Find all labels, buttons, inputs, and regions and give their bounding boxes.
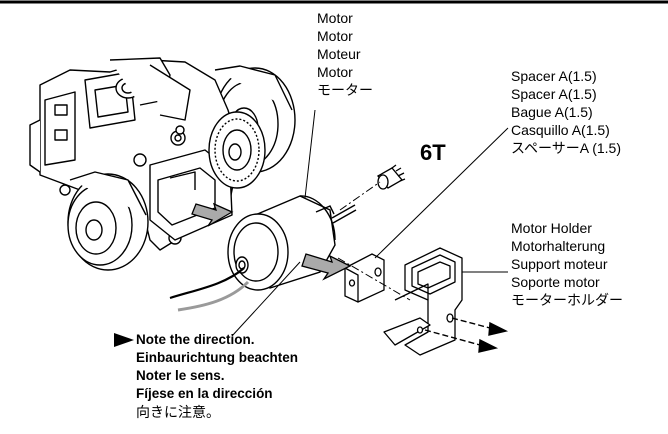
note-fr: Noter le sens. [136, 368, 225, 383]
motor-drawing [227, 195, 357, 291]
spur-gear [208, 111, 266, 189]
spacer-label-de: Spacer A(1.5) [511, 86, 597, 102]
front-wheel [67, 171, 149, 271]
shaft-centerline [339, 181, 381, 211]
motor-label-ja: モーター [317, 82, 373, 98]
insert-arrow-holder-onto-motor [301, 253, 352, 281]
motor-label-fr: Moteur [317, 46, 361, 62]
motor-holder-drawing [383, 247, 463, 356]
holder-label-en: Motor Holder [511, 220, 592, 236]
direction-note: Note the direction. Einbaurichtung beach… [136, 331, 298, 421]
motor-label-es: Motor [317, 64, 353, 80]
spacer-leader [374, 127, 509, 259]
note-en: Note the direction. [136, 332, 255, 347]
spacer-label-en: Spacer A(1.5) [511, 68, 597, 84]
spacer-label-fr: Bague A(1.5) [511, 104, 593, 120]
holder-label-ja: モーターホルダー [511, 292, 623, 308]
motor-label: Motor Motor Moteur Motor モーター [317, 9, 373, 99]
motor-label-en: Motor [317, 10, 353, 26]
note-ja: 向きに注意。 [136, 404, 220, 420]
spacer-label-ja: スペーサーA (1.5) [511, 140, 621, 156]
holder-label-de: Motorhalterung [511, 238, 606, 254]
mount-centerline [337, 257, 411, 301]
holder-label-es: Soporte motor [511, 274, 600, 290]
chassis-frame [29, 57, 241, 251]
spacer-drawing [344, 253, 385, 303]
insert-arrow-motor-into-chassis [191, 202, 234, 227]
motor-wire-grey [177, 280, 250, 312]
motor-holder-label: Motor Holder Motorhalterung Support mote… [511, 219, 623, 309]
note-leader [231, 261, 301, 337]
pinion-teeth-label: 6T [420, 140, 446, 165]
note-de: Einbaurichtung beachten [136, 350, 299, 365]
note-pointer-icon [114, 333, 134, 347]
spacer-label-es: Casquillo A(1.5) [511, 122, 610, 138]
spacer-label: Spacer A(1.5) Spacer A(1.5) Bague A(1.5)… [511, 67, 621, 157]
motor-label-de: Motor [317, 28, 353, 44]
leader-lines [231, 109, 509, 337]
screw-arrows [424, 317, 509, 353]
note-es: Fíjese en la dirección [136, 386, 273, 401]
chassis-drawing [29, 57, 296, 271]
motor-wire-black [169, 267, 245, 300]
insert-arrows [191, 202, 352, 281]
motor-leader [304, 109, 316, 199]
holder-label-fr: Support moteur [511, 256, 608, 272]
pinion-drawing [377, 164, 406, 190]
